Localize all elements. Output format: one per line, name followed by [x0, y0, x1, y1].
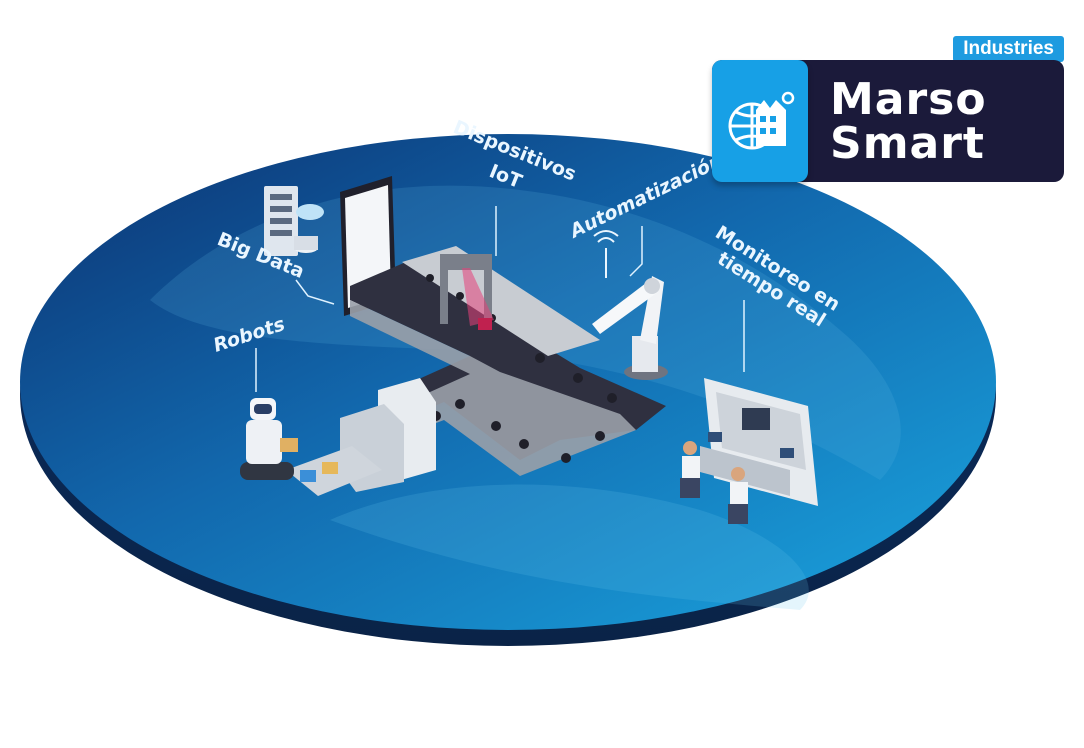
- server-icon: [264, 186, 324, 256]
- operator-figure: [728, 467, 748, 524]
- wifi-signal-icon: [593, 230, 619, 278]
- scanner-arch: [440, 254, 494, 330]
- factory-globe-icon: [712, 60, 808, 182]
- operator-figure: [680, 441, 700, 498]
- service-robot: [240, 398, 298, 480]
- logo-body: Marso Smart: [712, 60, 1064, 182]
- callout-lines: [255, 206, 745, 392]
- robot-arm: [592, 276, 668, 380]
- packaging-machine: [286, 378, 436, 496]
- logo-industries-tag: Industries: [953, 36, 1064, 62]
- conveyor-belt: [350, 246, 666, 476]
- logo-word-marso: Marso: [830, 74, 987, 125]
- control-console: [680, 378, 818, 524]
- logo-word-smart: Smart: [830, 118, 985, 169]
- marso-smart-logo: Industries Marso Smart: [712, 36, 1064, 184]
